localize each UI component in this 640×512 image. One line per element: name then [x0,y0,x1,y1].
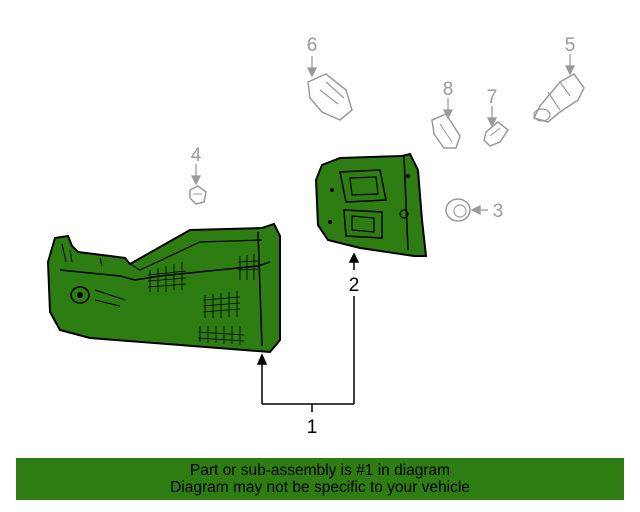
bulb-part-8[interactable] [431,113,461,149]
info-banner: Part or sub-assembly is #1 in diagram Di… [16,458,624,500]
parts-diagram: 1 2 3 4 5 6 7 8 [46,35,585,438]
lamp-socket-panel[interactable] [314,152,428,257]
clip-part[interactable] [189,185,207,205]
banner-line-1: Part or sub-assembly is #1 in diagram [189,462,451,479]
banner-line-2: Diagram may not be specific to your vehi… [170,479,470,496]
callout-5: 5 [565,35,576,56]
connector-part[interactable] [307,73,353,121]
tail-lamp-housing[interactable] [46,222,281,354]
grommet-part[interactable] [445,198,471,222]
bulb-socket-part[interactable] [532,73,585,123]
callout-4: 4 [191,145,202,166]
callout-1: 1 [307,417,318,438]
callout-7: 7 [487,87,498,108]
callout-6: 6 [307,35,318,56]
callout-8: 8 [443,79,454,100]
callout-3: 3 [493,201,504,222]
bulb-part-7[interactable] [483,121,510,147]
callout-2: 2 [349,275,360,296]
